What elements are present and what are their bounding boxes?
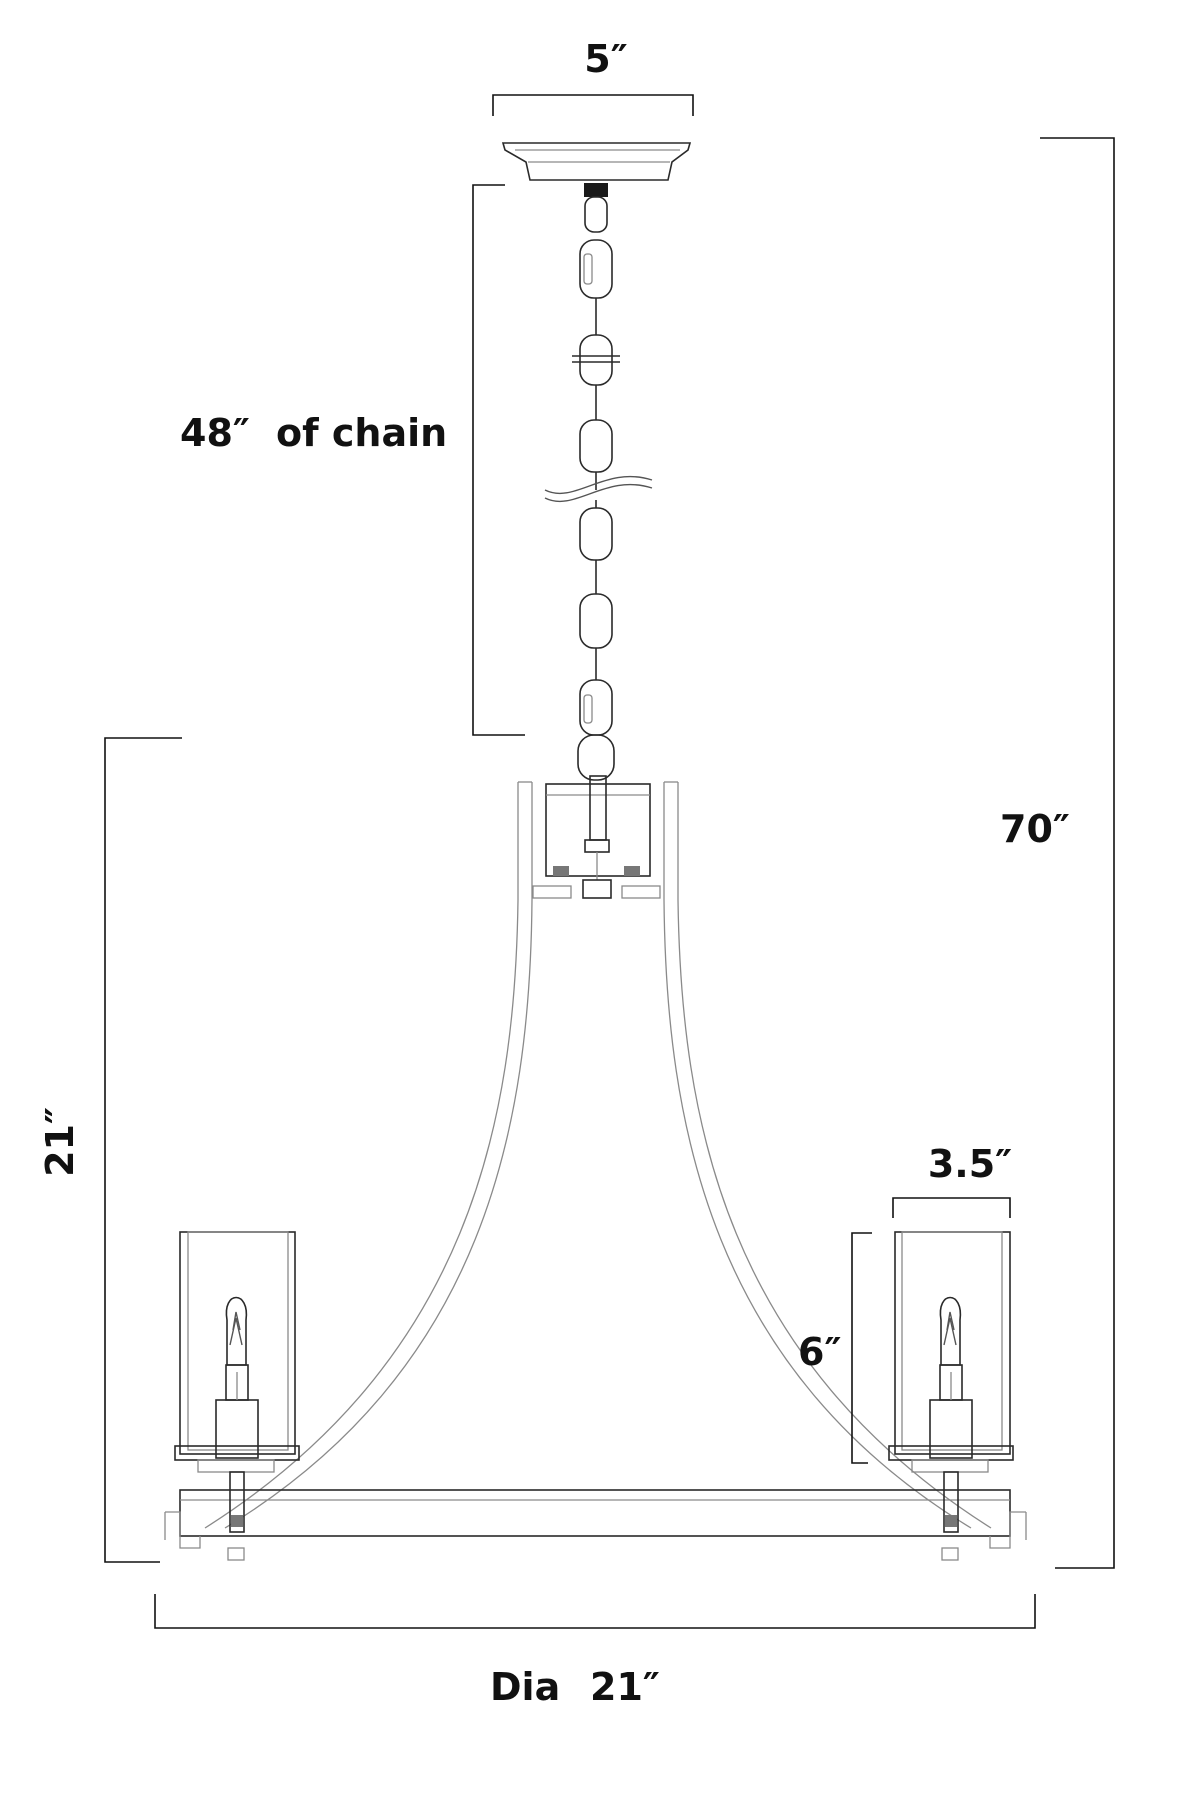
shade-height-label: 6″ (798, 1330, 841, 1374)
overall-height-label: 70″ (1000, 807, 1070, 851)
dimension-diameter: Dia 21″ (154, 1594, 1036, 1709)
chain-length-text-label: of chain (276, 411, 447, 455)
chain (544, 196, 653, 781)
dimension-shade-width: 3.5″ (892, 1142, 1012, 1218)
dimension-canopy-width: 5″ (492, 37, 694, 116)
chain-length-value-label: 48″ (180, 411, 250, 455)
canopy-width-label: 5″ (584, 37, 627, 81)
diameter-value-label: 21″ (590, 1665, 660, 1709)
body-height-label: 21″ (38, 1107, 82, 1177)
shade-width-label: 3.5″ (928, 1142, 1012, 1186)
bottom-ring (164, 1489, 1027, 1561)
left-lamp (174, 1231, 300, 1533)
dimension-chain-length: 48″ of chain (180, 184, 525, 736)
right-lamp (888, 1231, 1014, 1533)
center-cap (532, 775, 661, 899)
diameter-prefix-label: Dia (490, 1665, 560, 1709)
dimension-body-height: 21″ (38, 737, 182, 1563)
dimension-overall-height: 70″ (1000, 137, 1115, 1569)
flared-body (204, 781, 992, 1529)
dimension-shade-height: 6″ (798, 1232, 872, 1464)
ceiling-canopy (501, 142, 692, 197)
